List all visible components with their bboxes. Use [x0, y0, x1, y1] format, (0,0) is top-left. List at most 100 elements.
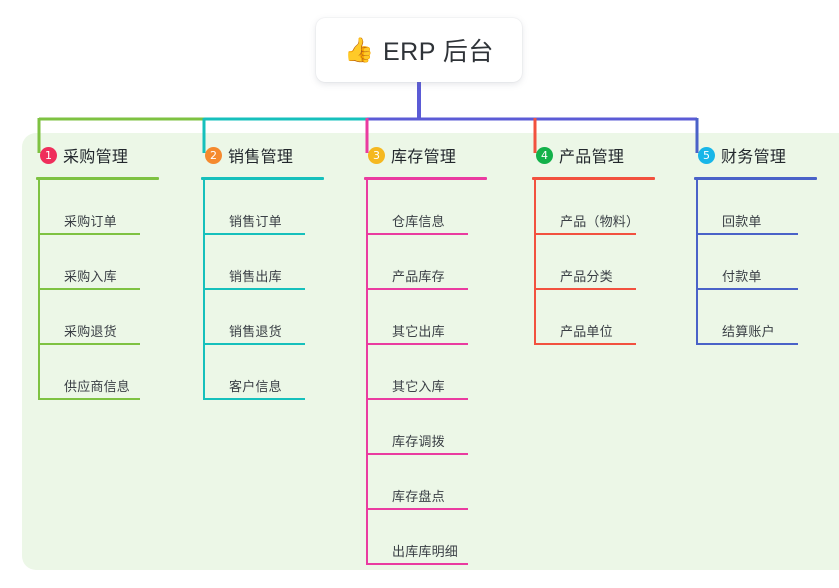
leaf-underline — [534, 343, 636, 345]
branch-header[interactable]: 5 财务管理 — [680, 133, 839, 177]
leaf-item[interactable]: 客户信息 — [203, 345, 350, 400]
leaf-underline — [696, 233, 798, 235]
leaf-item-label: 采购订单 — [64, 214, 117, 229]
branch-items: 回款单付款单结算账户 — [696, 180, 839, 345]
branch-underline — [364, 177, 487, 180]
branch-number-badge: 2 — [205, 146, 222, 164]
leaf-item-label: 其它出库 — [392, 324, 445, 339]
leaf-underline — [366, 288, 468, 290]
branch-spine — [38, 180, 40, 400]
leaf-item[interactable]: 产品分类 — [534, 235, 681, 290]
branch-underline — [694, 177, 817, 180]
branch-title: 财务管理 — [721, 149, 787, 166]
leaf-underline — [696, 343, 798, 345]
leaf-item-label: 产品单位 — [560, 324, 613, 339]
leaf-item-label: 库存调拨 — [392, 434, 445, 449]
branch-spine — [696, 180, 698, 345]
leaf-item[interactable]: 库存盘点 — [366, 455, 513, 510]
leaf-underline — [38, 288, 140, 290]
leaf-item-label: 库存盘点 — [392, 489, 445, 504]
leaf-item[interactable]: 其它出库 — [366, 290, 513, 345]
root-title: ERP 后台 — [382, 38, 494, 66]
leaf-underline — [366, 563, 468, 565]
leaf-item-label: 仓库信息 — [392, 214, 445, 229]
leaf-item-label: 出库库明细 — [392, 544, 459, 559]
leaf-item[interactable]: 付款单 — [696, 235, 839, 290]
thumbs-up-icon: 👍 — [344, 36, 374, 64]
leaf-item[interactable]: 库存调拨 — [366, 400, 513, 455]
leaf-item[interactable]: 销售退货 — [203, 290, 350, 345]
leaf-underline — [38, 398, 140, 400]
leaf-item-label: 产品分类 — [560, 269, 613, 284]
branch-column: 2 销售管理销售订单销售出库销售退货客户信息 — [187, 133, 350, 400]
branch-header[interactable]: 2 销售管理 — [187, 133, 350, 177]
leaf-underline — [203, 343, 305, 345]
leaf-underline — [366, 508, 468, 510]
leaf-item-label: 销售订单 — [229, 214, 282, 229]
leaf-underline — [534, 233, 636, 235]
leaf-item-label: 销售出库 — [229, 269, 282, 284]
branch-underline — [36, 177, 159, 180]
leaf-item-label: 结算账户 — [722, 324, 775, 339]
branch-items: 采购订单采购入库采购退货供应商信息 — [38, 180, 185, 400]
branch-title: 销售管理 — [228, 149, 294, 166]
leaf-item-label: 回款单 — [722, 214, 762, 229]
leaf-underline — [366, 343, 468, 345]
leaf-underline — [203, 398, 305, 400]
branch-spine — [203, 180, 205, 400]
branch-spine — [366, 180, 368, 565]
diagram-panel — [22, 133, 839, 570]
branch-column: 3 库存管理仓库信息产品库存其它出库其它入库库存调拨库存盘点出库库明细 — [350, 133, 513, 565]
leaf-item[interactable]: 其它入库 — [366, 345, 513, 400]
leaf-item-label: 采购入库 — [64, 269, 117, 284]
leaf-underline — [366, 453, 468, 455]
leaf-underline — [203, 288, 305, 290]
leaf-underline — [534, 288, 636, 290]
leaf-item[interactable]: 回款单 — [696, 180, 839, 235]
leaf-item[interactable]: 采购入库 — [38, 235, 185, 290]
leaf-item[interactable]: 产品单位 — [534, 290, 681, 345]
branch-number-badge: 4 — [536, 146, 553, 164]
branch-items: 销售订单销售出库销售退货客户信息 — [203, 180, 350, 400]
leaf-item[interactable]: 供应商信息 — [38, 345, 185, 400]
leaf-item[interactable]: 销售出库 — [203, 235, 350, 290]
leaf-item-label: 其它入库 — [392, 379, 445, 394]
branch-column: 5 财务管理回款单付款单结算账户 — [680, 133, 839, 345]
branch-title: 库存管理 — [391, 149, 457, 166]
leaf-underline — [203, 233, 305, 235]
leaf-item-label: 销售退货 — [229, 324, 282, 339]
leaf-item[interactable]: 产品（物料） — [534, 180, 681, 235]
leaf-underline — [38, 233, 140, 235]
leaf-item[interactable]: 产品库存 — [366, 235, 513, 290]
branch-items: 仓库信息产品库存其它出库其它入库库存调拨库存盘点出库库明细 — [366, 180, 513, 565]
leaf-item[interactable]: 出库库明细 — [366, 510, 513, 565]
branch-underline — [532, 177, 655, 180]
leaf-underline — [696, 288, 798, 290]
leaf-item[interactable]: 采购退货 — [38, 290, 185, 345]
branch-items: 产品（物料） 产品分类产品单位 — [534, 180, 681, 345]
root-node[interactable]: 👍 ERP 后台 — [316, 18, 522, 82]
leaf-underline — [38, 343, 140, 345]
leaf-item-label: 产品（物料） — [560, 214, 640, 229]
leaf-item-label: 客户信息 — [229, 379, 282, 394]
branch-number-badge: 5 — [698, 146, 715, 164]
branch-underline — [201, 177, 324, 180]
branch-spine — [534, 180, 536, 345]
branch-title: 采购管理 — [63, 149, 129, 166]
leaf-item-label: 付款单 — [722, 269, 762, 284]
branch-number-badge: 3 — [368, 146, 385, 164]
leaf-item-label: 采购退货 — [64, 324, 117, 339]
leaf-item[interactable]: 仓库信息 — [366, 180, 513, 235]
leaf-item[interactable]: 采购订单 — [38, 180, 185, 235]
leaf-item[interactable]: 结算账户 — [696, 290, 839, 345]
leaf-item-label: 供应商信息 — [64, 379, 131, 394]
branch-header[interactable]: 3 库存管理 — [350, 133, 513, 177]
leaf-item-label: 产品库存 — [392, 269, 445, 284]
leaf-item[interactable]: 销售订单 — [203, 180, 350, 235]
